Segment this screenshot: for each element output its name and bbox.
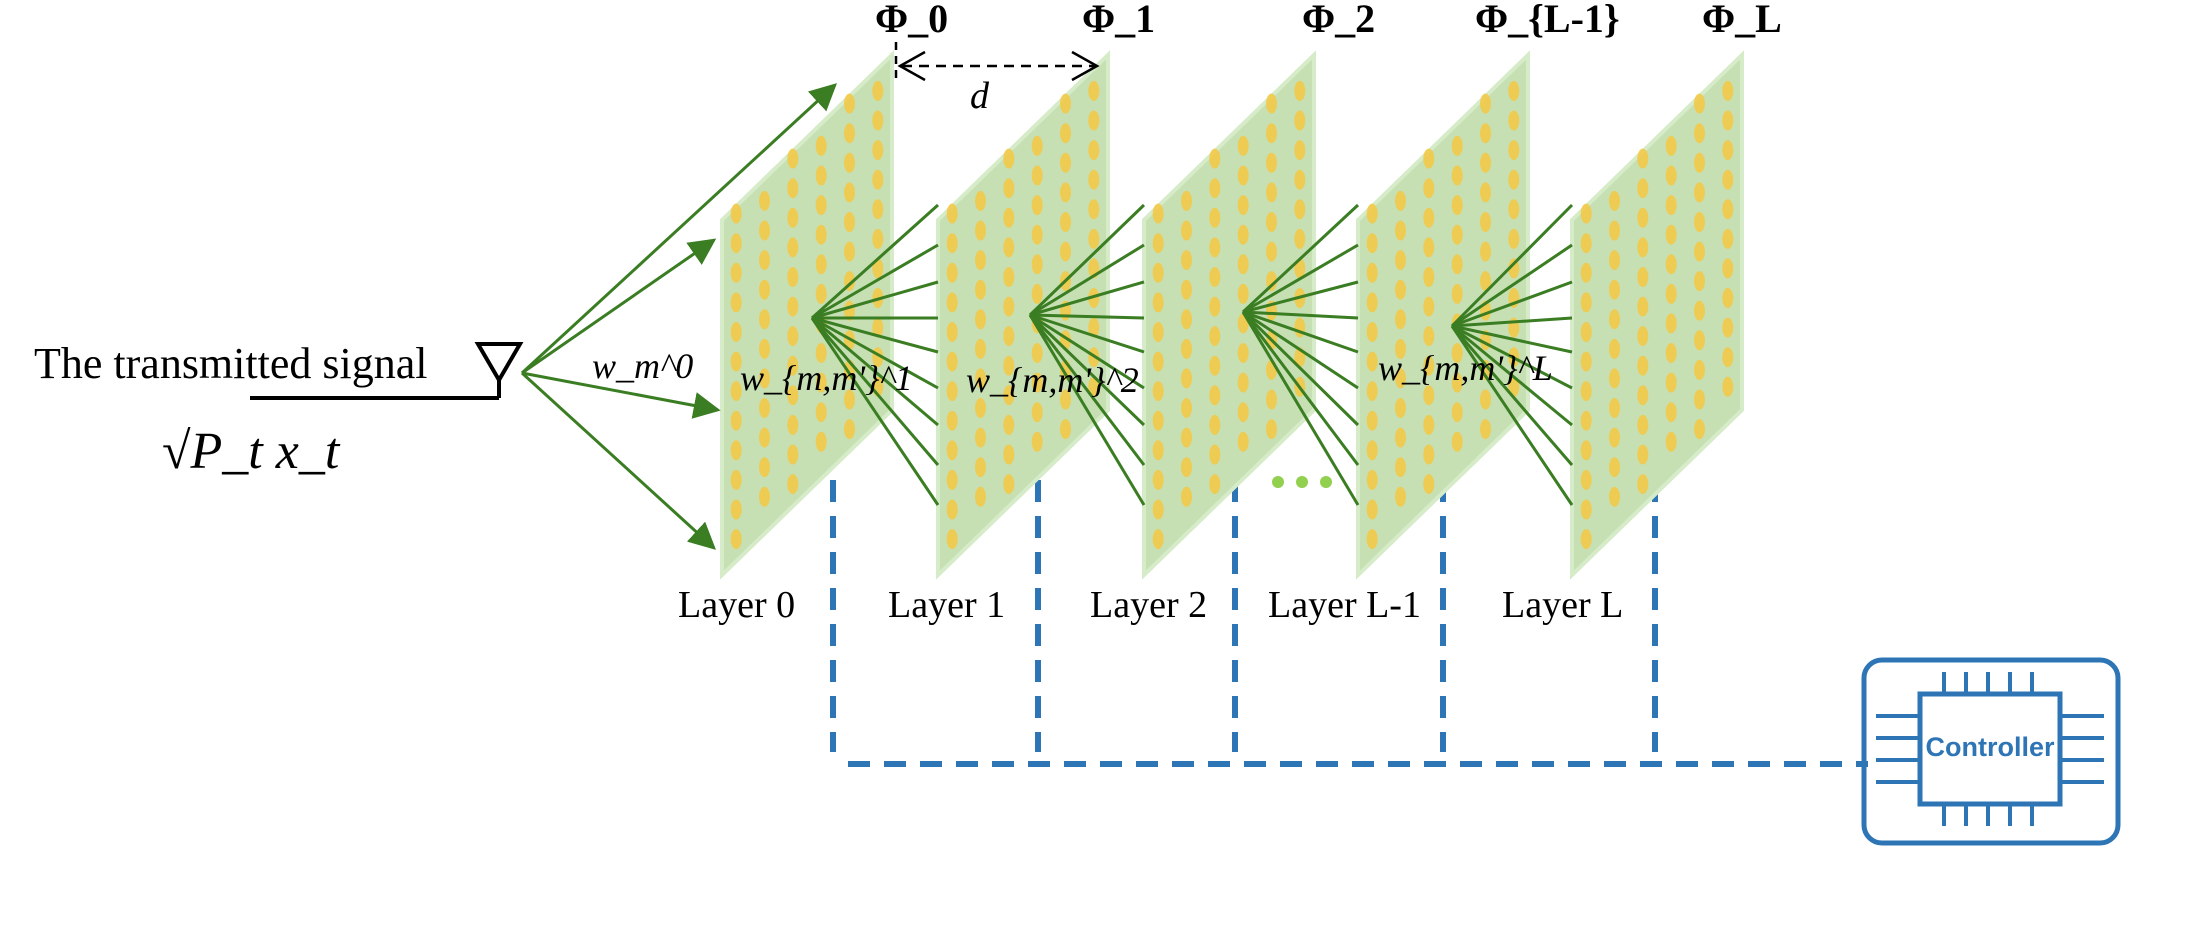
phase-label-1: Φ_1 — [1082, 0, 1155, 41]
weight-label-l: w_{m,m'}^L — [1378, 348, 1553, 388]
spacing-label: d — [970, 75, 990, 117]
layer-label-l: Layer L — [1502, 584, 1623, 626]
transmit-antenna-icon — [250, 342, 524, 400]
source-label: The transmitted signal — [34, 339, 427, 388]
panel-elements-1 — [946, 80, 1100, 550]
phase-label-l: Φ_L — [1702, 0, 1782, 41]
controller-label: Controller — [1925, 732, 2054, 762]
panel-elements-3 — [1366, 80, 1520, 550]
panel-elements-2 — [1152, 80, 1306, 550]
panel-elements-4 — [1580, 80, 1734, 550]
layer-label-2: Layer 2 — [1090, 584, 1207, 626]
ellipsis — [1272, 476, 1332, 488]
weight-label-1: w_{m,m'}^1 — [740, 358, 913, 398]
control-lines — [830, 480, 1868, 767]
layer-label-l-minus-1: Layer L-1 — [1268, 584, 1421, 626]
layer-label-0: Layer 0 — [678, 584, 795, 626]
phase-label-0: Φ_0 — [875, 0, 948, 41]
controller-chip-icon — [1861, 657, 2121, 846]
phase-labels: Φ_0 Φ_1 Φ_2 Φ_{L-1} Φ_L — [875, 0, 1782, 41]
phase-label-2: Φ_2 — [1302, 0, 1375, 41]
weight-label-2: w_{m,m'}^2 — [966, 360, 1139, 400]
layer-labels: Layer 0 Layer 1 Layer 2 Layer L-1 Layer … — [678, 584, 1623, 626]
metasurface-panels — [720, 50, 1744, 580]
layer-label-1: Layer 1 — [888, 584, 1005, 626]
beam-lines — [520, 83, 1574, 550]
panel-elements-0 — [730, 80, 884, 550]
weight-labels: w_m^0 w_{m,m'}^1 w_{m,m'}^2 w_{m,m'}^L — [592, 346, 1553, 400]
metasurface-panel-0 — [720, 50, 894, 580]
weight-label-0: w_m^0 — [592, 346, 693, 386]
source-formula: √P_t x_t — [162, 423, 341, 480]
phase-label-l-minus-1: Φ_{L-1} — [1475, 0, 1620, 41]
spacing-indicator — [894, 42, 1100, 82]
